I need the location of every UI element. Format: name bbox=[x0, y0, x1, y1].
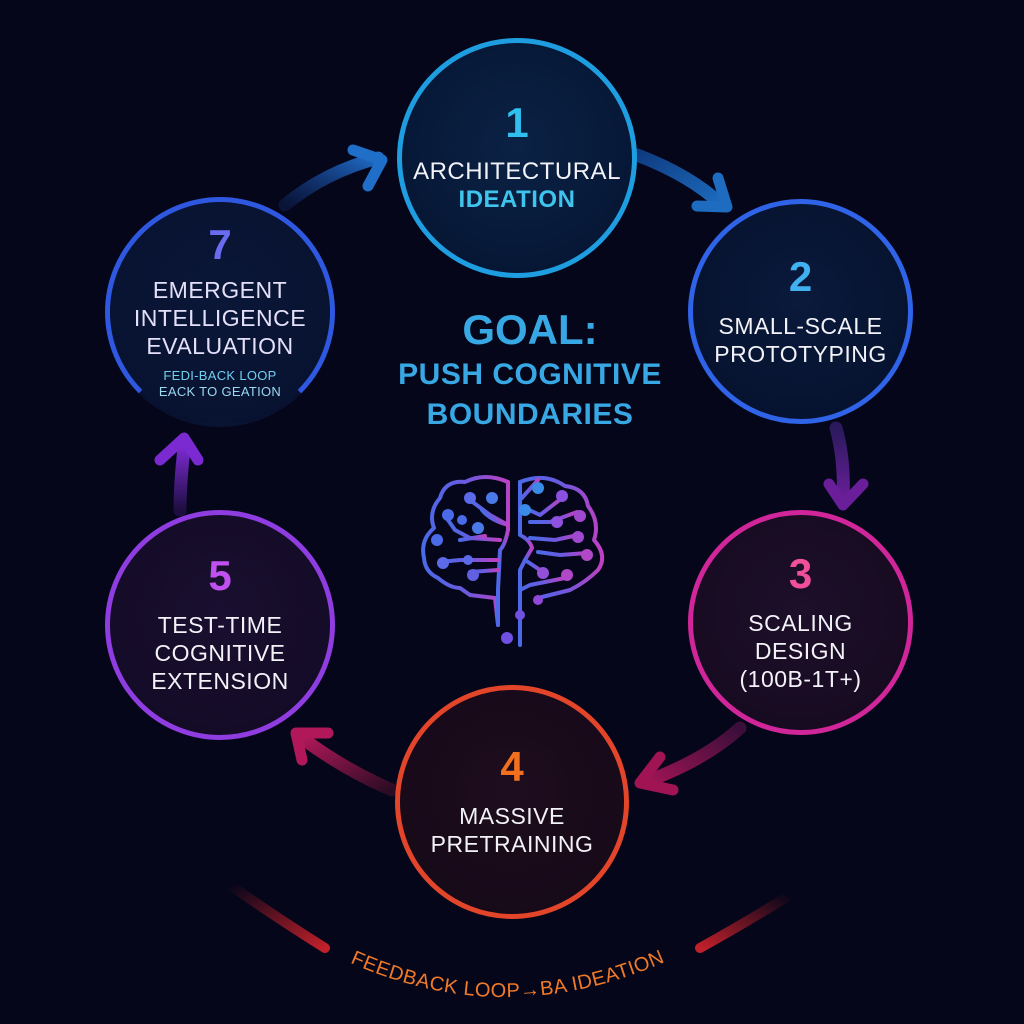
step-title-line: DESIGN bbox=[754, 637, 847, 664]
goal-statement: GOAL: PUSH COGNITIVE BOUNDARIES bbox=[360, 305, 700, 435]
goal-line: BOUNDARIES bbox=[426, 398, 634, 431]
feedback-loop-label: FEEDBACK LOOP→BA IDEATION bbox=[348, 946, 667, 1002]
step-5-test-time-cognitive-extension: 5 TEST-TIME COGNITIVE EXTENSION bbox=[105, 510, 335, 740]
brain-circuit-icon bbox=[421, 475, 605, 647]
step-title-line: COGNITIVE bbox=[154, 640, 286, 666]
step-number: 7 bbox=[208, 221, 232, 268]
step-title-line: PROTOTYPING bbox=[714, 340, 887, 367]
step-title-line: TEST-TIME bbox=[157, 612, 283, 638]
feedback-arc-left bbox=[225, 880, 330, 953]
step-subtitle-line: EACK TO GEATION bbox=[158, 384, 282, 399]
arrow-7-to-1 bbox=[278, 144, 388, 212]
step-title-line: ARCHITECTURAL bbox=[413, 158, 621, 185]
step-title-line: MASSIVE bbox=[459, 803, 565, 829]
step-number: 4 bbox=[500, 743, 524, 790]
arrow-3-to-4 bbox=[634, 721, 747, 796]
step-subtitle-line: FEDI-BACK LOOP bbox=[163, 368, 277, 383]
arrow-4-to-5 bbox=[290, 727, 399, 797]
arrow-1-to-2 bbox=[630, 148, 733, 213]
arrow-2-to-3 bbox=[823, 421, 869, 511]
goal-heading: GOAL: bbox=[462, 306, 598, 353]
step-2-small-scale-prototyping: 2 SMALL-SCALE PROTOTYPING bbox=[688, 199, 913, 424]
step-title-line: EXTENSION bbox=[151, 668, 289, 694]
step-title-line: EVALUATION bbox=[146, 333, 294, 359]
step-number: 5 bbox=[208, 552, 232, 599]
step-number: 2 bbox=[788, 252, 813, 300]
step-3-scaling-design: 3 SCALING DESIGN (100B-1T+) bbox=[688, 510, 913, 735]
step-title-line: SCALING bbox=[748, 609, 853, 636]
step-number: 3 bbox=[788, 549, 813, 597]
goal-line: PUSH COGNITIVE bbox=[398, 358, 662, 391]
step-title-line: EMERGENT bbox=[152, 277, 288, 303]
step-1-architectural-ideation: 1 ARCHITECTURAL IDEATION bbox=[397, 38, 637, 278]
step-title-line: (100B-1T+) bbox=[739, 665, 862, 692]
feedback-arc-right bbox=[695, 890, 795, 953]
arrow-5-to-7 bbox=[154, 432, 204, 517]
step-4-massive-pretraining: 4 MASSIVE PRETRAINING bbox=[395, 685, 629, 919]
step-title-line: PRETRAINING bbox=[430, 831, 594, 857]
step-7-emergent-intelligence-evaluation: 7 EMERGENT INTELLIGENCE EVALUATION FEDI-… bbox=[105, 197, 335, 427]
step-title-line: SMALL-SCALE bbox=[718, 312, 883, 339]
step-number: 1 bbox=[505, 99, 529, 146]
step-title-line: INTELLIGENCE bbox=[133, 305, 307, 331]
step-title-line: IDEATION bbox=[458, 186, 576, 213]
